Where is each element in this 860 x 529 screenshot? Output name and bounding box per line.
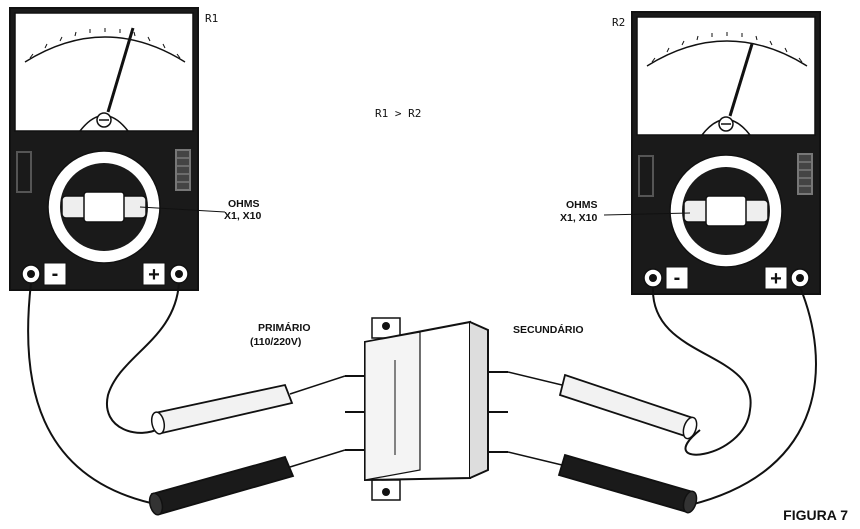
meter-r2-pos-sign: + [770, 268, 782, 290]
meter-r2-range-leader [603, 212, 691, 216]
meter-r2-neg-sign: - [674, 267, 681, 289]
meter-r1-dark-probe [148, 449, 346, 516]
meter-r2-range-line1: OHMS [566, 199, 598, 211]
meter-r1-pos-wire [105, 282, 180, 434]
meter-r1-right-switch [175, 149, 191, 191]
transformer-core-side [469, 321, 489, 479]
meter-r2-scale-ticks [651, 32, 803, 63]
meter-r1-id-label: R1 [205, 12, 218, 25]
resistance-relation-label: R1 > R2 [375, 107, 421, 120]
meter-r2: R2 - + OHMS X1, X10 [560, 11, 821, 295]
meter-r1-scale-ticks [29, 28, 181, 59]
meter-r1-neg-wire [27, 282, 161, 506]
meter-r1-window [14, 12, 194, 132]
meter-r2-right-switch [797, 153, 813, 195]
meter-r1-range-line1: OHMS [228, 198, 260, 210]
meter-r2-range-line2: X1, X10 [560, 212, 598, 224]
transformer [345, 317, 508, 501]
meter-r1-scale-arc [24, 36, 186, 63]
meter-r2-dark-probe [507, 451, 698, 514]
primary-voltage-label: (110/220V) [250, 336, 301, 348]
meter-r2-scale-arc [646, 40, 808, 67]
meter-r2-light-probe [507, 371, 698, 440]
meter-r1-range-line2: X1, X10 [224, 210, 262, 222]
transformer-winding [364, 331, 421, 481]
figure-label: FIGURA 7 [783, 507, 848, 523]
meter-r1-left-switch [16, 151, 32, 193]
meter-r2-needle [728, 43, 754, 117]
meter-r2-pos-wire [689, 286, 817, 506]
primary-label: PRIMÁRIO [258, 321, 311, 334]
secondary-label: SECUNDÁRIO [513, 323, 584, 336]
meter-r1-light-probe [150, 375, 346, 435]
meter-r2-neg-wire [651, 286, 752, 456]
meter-r2-id-label: R2 [612, 16, 625, 29]
meter-r1-range-leader [139, 206, 226, 213]
meter-r1: R1 - + OHMS X1, X10 [9, 7, 262, 291]
meter-r2-left-switch [638, 155, 654, 197]
meter-r2-window [636, 16, 816, 136]
meter-r1-neg-sign: - [52, 263, 59, 285]
meter-r1-pos-sign: + [148, 264, 160, 286]
meter-r1-needle [106, 27, 135, 113]
